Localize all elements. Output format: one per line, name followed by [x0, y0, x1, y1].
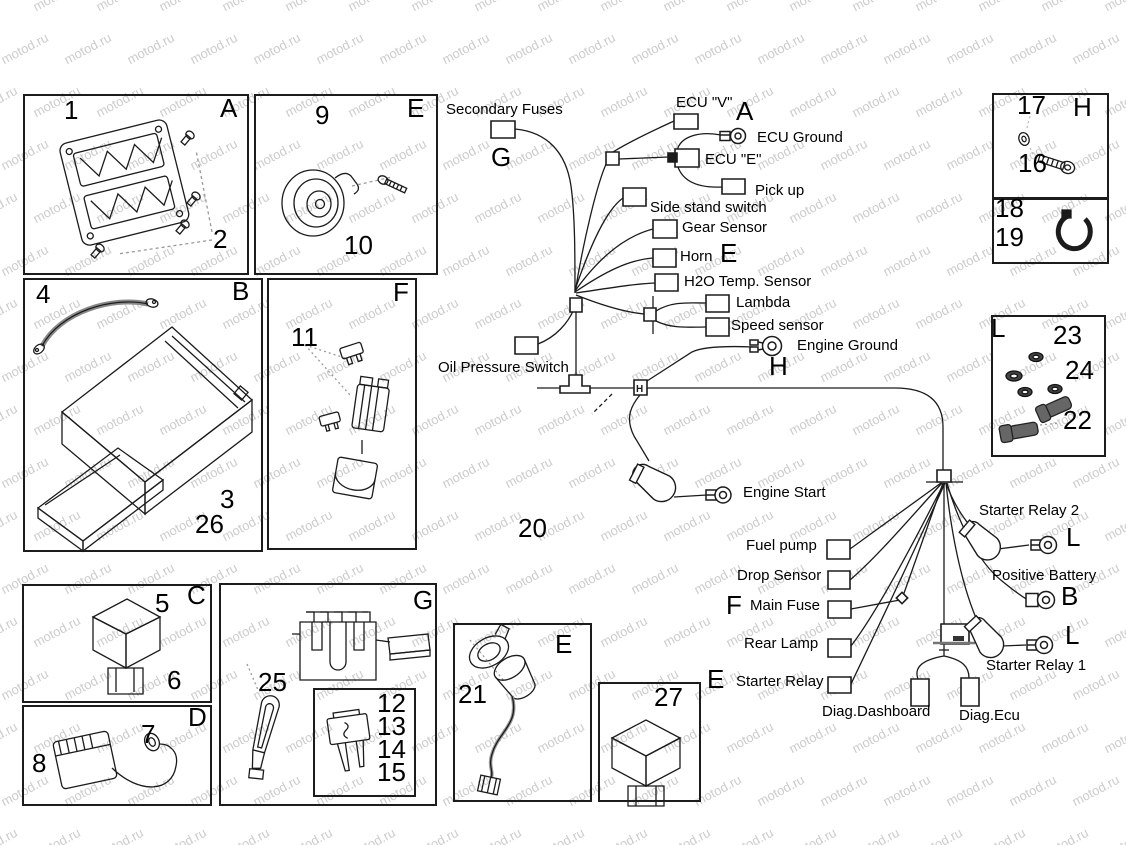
- ref-letter-l1: L: [1066, 522, 1081, 552]
- panel-ehorn-num-9: 9: [315, 100, 330, 130]
- diag-dashboard-label: Diag.Dashboard: [822, 703, 931, 720]
- panel-c-letter: C: [187, 580, 206, 610]
- starter-relay-1-label: Starter Relay 1: [986, 657, 1087, 674]
- panel-18-19-clamp: [992, 198, 1109, 264]
- panel-g-fuse-12: 12: [377, 688, 406, 718]
- ecu-e-label: ECU "E": [705, 151, 762, 168]
- lambda-label: Lambda: [736, 294, 791, 311]
- ref-letter-h: H: [769, 351, 788, 381]
- panel-a-letter: A: [220, 93, 238, 123]
- drop-sensor-label: Drop Sensor: [737, 567, 822, 584]
- panel-b-num-4: 4: [36, 279, 51, 309]
- ref-letter-e2: E: [707, 664, 725, 694]
- panel-h-num-17: 17: [1017, 90, 1046, 120]
- ref-letter-a: A: [736, 96, 754, 126]
- engine-ground-label: Engine Ground: [797, 337, 898, 354]
- secondary-fuses-label: Secondary Fuses: [446, 101, 563, 118]
- panel-ehorn-num-10: 10: [344, 230, 373, 260]
- engine-start-label: Engine Start: [743, 484, 826, 501]
- panel-f-num-11: 11: [291, 322, 318, 352]
- panel-b-letter: B: [232, 276, 250, 306]
- diag-ecu-label: Diag.Ecu: [959, 707, 1020, 724]
- rear-lamp-label: Rear Lamp: [744, 635, 819, 652]
- panel-c-relay: [22, 584, 212, 703]
- panel-g-num-25: 25: [258, 667, 287, 697]
- panel-h-num-16: 16: [1018, 148, 1047, 178]
- ecu-v-label: ECU "V": [676, 94, 733, 111]
- panel-e-oil-switch: [453, 623, 592, 802]
- h2o-sensor-label: H2O Temp. Sensor: [684, 273, 812, 290]
- ref-letter-e1: E: [720, 238, 738, 268]
- panel-g-fuse-13: 13: [377, 711, 406, 741]
- panel-a-ecu: [23, 94, 249, 275]
- horn-label: Horn: [680, 248, 713, 265]
- starter-relay-label: Starter Relay: [736, 673, 824, 690]
- panel-eoil-letter: E: [555, 629, 573, 659]
- panel-ehorn-letter: E: [407, 93, 425, 123]
- panel-g-letter: G: [413, 585, 434, 615]
- ref-number-20: 20: [518, 513, 547, 543]
- pick-up-label: Pick up: [755, 182, 805, 199]
- panel-l-num-23: 23: [1053, 320, 1082, 350]
- panel-b-num-26: 26: [195, 509, 224, 539]
- starter-relay-2-label: Starter Relay 2: [979, 502, 1080, 519]
- panel-a-num-1: 1: [64, 95, 79, 125]
- main-fuse-label: Main Fuse: [750, 597, 821, 614]
- panel-clamp-num-19: 19: [995, 222, 1024, 252]
- positive-battery-label: Positive Battery: [992, 567, 1097, 584]
- gear-sensor-label: Gear Sensor: [682, 219, 768, 236]
- panel-f-letter: F: [393, 277, 409, 307]
- panel-d-relay: [22, 705, 212, 806]
- panel-h-letter: H: [1073, 92, 1092, 122]
- panel-e-horn: [254, 94, 438, 275]
- panel-l-num-24: 24: [1065, 355, 1094, 385]
- panel-c-num-5: 5: [155, 588, 170, 618]
- ref-letter-b: B: [1061, 581, 1079, 611]
- panel-clamp-num-18: 18: [995, 193, 1024, 223]
- ref-letter-l2: L: [1065, 620, 1080, 650]
- panel-d-letter: D: [188, 702, 207, 732]
- oil-pressure-label: Oil Pressure Switch: [438, 359, 569, 376]
- panel-g-fuse-14: 14: [377, 734, 406, 764]
- panel-d-num-8: 8: [32, 748, 47, 778]
- panel-d-num-7: 7: [141, 719, 156, 749]
- panel-c-num-6: 6: [167, 665, 182, 695]
- speed-sensor-label: Speed sensor: [731, 317, 824, 334]
- panel-g-fusebox: [219, 583, 437, 806]
- panel-l-letter: L: [991, 313, 1006, 343]
- panel-27-num: 27: [654, 682, 683, 712]
- panel-l-caps: [991, 315, 1106, 457]
- panel-f-fuse-holder: [267, 278, 417, 550]
- panel-eoil-num-21: 21: [458, 679, 487, 709]
- fuel-pump-label: Fuel pump: [746, 537, 817, 554]
- ecu-ground-label: ECU Ground: [757, 129, 843, 146]
- panel-g-fuse-15: 15: [377, 757, 406, 787]
- panel-a-num-2: 2: [213, 224, 228, 254]
- side-stand-label: Side stand switch: [650, 199, 767, 216]
- panel-g-fuse-inset: [313, 688, 416, 797]
- panel-l-num-22: 22: [1063, 405, 1092, 435]
- ref-letter-g: G: [491, 142, 512, 172]
- ref-letter-f: F: [726, 590, 742, 620]
